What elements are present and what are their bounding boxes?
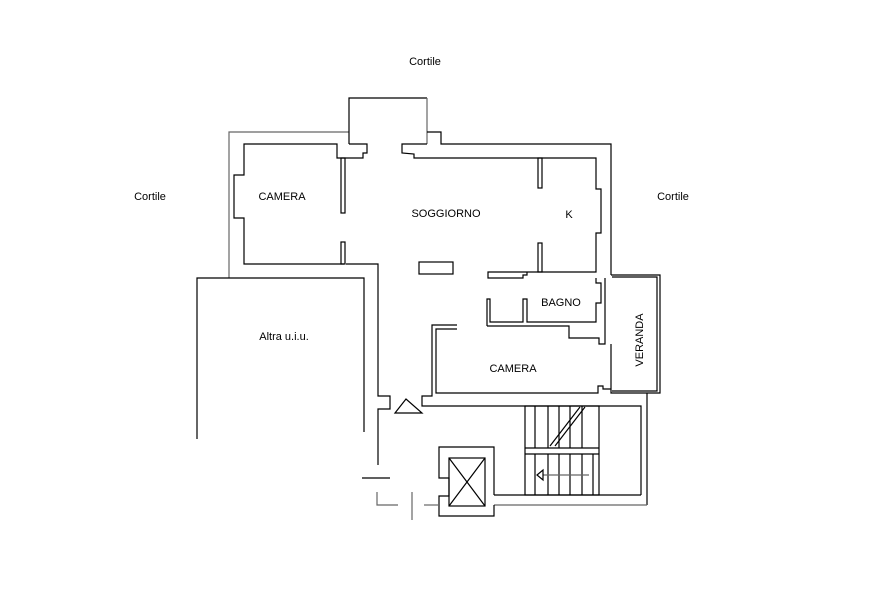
veranda-walls [610, 274, 661, 394]
entrance-arrow-icon [393, 398, 424, 414]
camera-bottom-walls [421, 324, 648, 505]
elevator [438, 446, 495, 517]
label-camera-left: CAMERA [258, 191, 306, 203]
label-veranda: VERANDA [634, 313, 646, 367]
label-cortile-left: Cortile [134, 191, 166, 203]
altra-uiu-walls [196, 277, 365, 439]
outer-walls [228, 97, 612, 465]
label-bagno: BAGNO [541, 297, 581, 309]
label-altra-uiu: Altra u.i.u. [259, 331, 309, 343]
partitions [340, 157, 606, 345]
table [418, 261, 454, 275]
label-soggiorno: SOGGIORNO [411, 208, 481, 220]
stair-arrow-icon [536, 468, 544, 482]
label-camera-bottom: CAMERA [489, 363, 537, 375]
label-cortile-right: Cortile [657, 191, 689, 203]
label-kitchen: K [565, 209, 573, 221]
door-marks [362, 477, 439, 520]
staircase [494, 405, 647, 506]
label-cortile-top: Cortile [409, 56, 441, 68]
